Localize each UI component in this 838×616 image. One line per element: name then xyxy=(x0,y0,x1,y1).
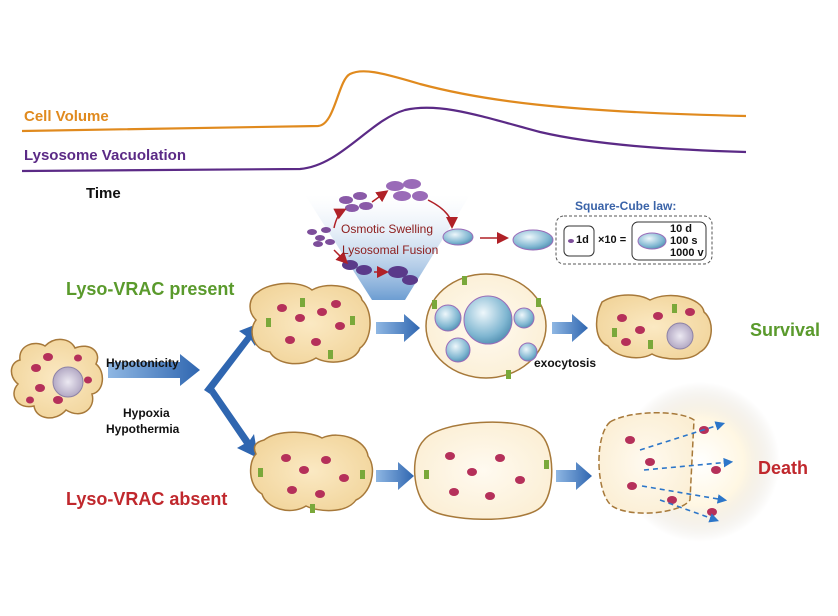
cell-volume-label: Cell Volume xyxy=(24,108,109,125)
lysosome-cluster-small xyxy=(307,227,335,247)
multiplier-label: ×10 = xyxy=(598,234,627,246)
cell-volume-curve xyxy=(21,70,747,133)
inset-arrows xyxy=(333,190,509,278)
survival-label: Survival xyxy=(750,320,821,340)
single-lysosome-icon xyxy=(568,239,574,243)
hypoxia-label: Hypoxia xyxy=(123,406,170,420)
absent-arrow-1 xyxy=(376,462,414,490)
hypothermia-label: Hypothermia xyxy=(106,422,180,436)
square-cube-line-1: 10 d xyxy=(670,223,693,235)
present-cell-3 xyxy=(595,294,712,360)
present-cell-1 xyxy=(249,282,371,365)
lysosome-cluster-fusing xyxy=(342,260,418,285)
absent-cell-3-rupture xyxy=(598,382,780,542)
lysosomal-fusion-label: Lysosomal Fusion xyxy=(342,243,439,257)
lysosome-vacuolation-label: Lysosome Vacuolation xyxy=(24,147,186,164)
vacuole-box xyxy=(631,221,707,261)
branch-arrows xyxy=(108,322,262,458)
absent-arrow-2 xyxy=(556,462,592,490)
lyso-vrac-absent-label: Lyso-VRAC absent xyxy=(66,489,228,509)
present-arrow-1 xyxy=(376,314,420,342)
lysosome-cluster-medium xyxy=(339,192,373,212)
osmotic-swelling-label: Osmotic Swelling xyxy=(341,222,434,236)
single-lysosome-box xyxy=(563,225,595,257)
fusion-funnel xyxy=(305,195,470,300)
hypotonicity-label: Hypotonicity xyxy=(106,356,179,370)
death-label: Death xyxy=(758,458,809,478)
square-cube-box xyxy=(555,215,713,265)
lysosome-cluster-swollen xyxy=(386,179,428,201)
exocytosis-label: exocytosis xyxy=(534,356,597,370)
square-cube-title: Square-Cube law: xyxy=(575,199,677,213)
unit-label: 1d xyxy=(576,234,589,246)
origin-cell xyxy=(10,338,104,419)
lyso-vrac-present-label: Lyso-VRAC present xyxy=(66,279,235,299)
square-cube-line-2: 100 s xyxy=(670,235,698,247)
time-label: Time xyxy=(86,185,121,202)
lysosome-vacuolation-curve xyxy=(21,106,747,173)
fused-vacuoles xyxy=(442,228,554,251)
vacuole-icon xyxy=(637,232,667,250)
present-cell-2 xyxy=(425,273,547,379)
absent-cell-2 xyxy=(414,421,553,520)
present-arrow-2 xyxy=(552,314,588,342)
square-cube-line-3: 1000 v xyxy=(670,247,704,259)
absent-cell-1 xyxy=(249,431,374,513)
